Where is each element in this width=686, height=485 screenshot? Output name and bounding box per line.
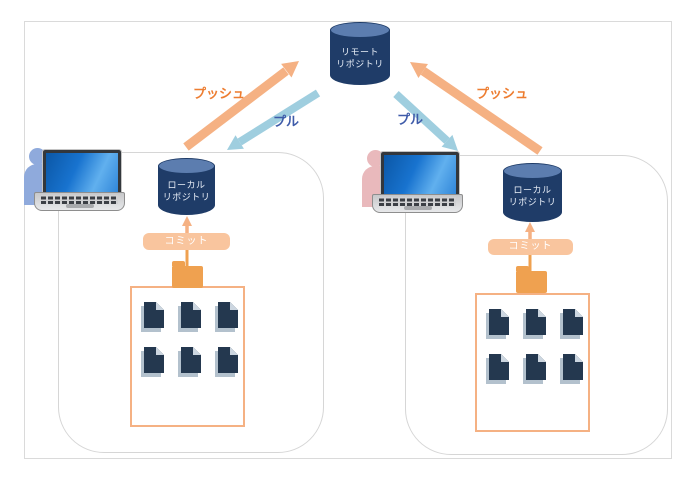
working-directory-left	[130, 286, 245, 427]
push-label-left: プッシュ	[193, 86, 246, 101]
laptop-icon-right	[380, 151, 460, 201]
document-front-page	[563, 354, 583, 380]
cylinder-top	[158, 158, 215, 174]
document-front-page	[181, 347, 201, 373]
document-icon	[560, 354, 583, 384]
remote-repository-icon: リモート リポジトリ	[330, 22, 390, 85]
document-icon	[486, 354, 509, 384]
document-icon	[560, 309, 583, 339]
cylinder-body	[158, 166, 215, 215]
local-repository-icon-left: ローカル リポジトリ	[158, 158, 215, 215]
document-icon	[523, 354, 546, 384]
document-icon	[178, 347, 201, 377]
document-icon	[215, 302, 238, 332]
laptop-keyboard-left	[34, 192, 125, 211]
commit-arrow-right-head	[525, 222, 535, 232]
cylinder-body	[503, 171, 562, 222]
working-directory-right	[475, 293, 590, 432]
document-front-page	[489, 354, 509, 380]
push-arrow-left-shaft	[183, 67, 289, 151]
document-grid-left	[132, 288, 243, 377]
push-label-right: プッシュ	[476, 86, 529, 101]
local-repository-label-right: ローカル リポジトリ	[508, 185, 557, 207]
local-repository-label-left: ローカル リポジトリ	[162, 180, 211, 202]
document-icon	[141, 302, 164, 332]
pull-arrow-right-head	[441, 134, 458, 151]
local-repository-icon-right: ローカル リポジトリ	[503, 163, 562, 222]
document-front-page	[218, 302, 238, 328]
laptop-icon-left	[42, 149, 122, 199]
document-front-page	[526, 309, 546, 335]
document-front-page	[144, 302, 164, 328]
document-front-page	[489, 309, 509, 335]
cylinder-body	[330, 30, 390, 85]
document-front-page	[181, 302, 201, 328]
workspace-left-boundary	[58, 152, 324, 453]
commit-label-right: コミット	[488, 239, 573, 255]
document-front-page	[218, 347, 238, 373]
pull-arrow-right-shaft	[393, 91, 450, 144]
pull-label-right: プル	[397, 112, 424, 127]
document-grid-right	[477, 295, 588, 384]
pull-label-left: プル	[273, 114, 300, 129]
document-icon	[178, 302, 201, 332]
commit-arrow-left-head	[182, 216, 192, 226]
commit-label-left: コミット	[143, 233, 230, 250]
remote-repository-label: リモート リポジトリ	[336, 47, 384, 69]
document-front-page	[563, 309, 583, 335]
laptop-trackpad	[65, 204, 94, 208]
document-icon	[215, 347, 238, 377]
document-icon	[486, 309, 509, 339]
laptop-trackpad	[403, 206, 432, 210]
push-arrow-right-head	[410, 62, 428, 78]
document-icon	[523, 309, 546, 339]
folder-icon-right	[516, 266, 547, 293]
pull-arrow-left-shaft	[237, 89, 321, 146]
document-front-page	[526, 354, 546, 380]
document-front-page	[144, 347, 164, 373]
push-arrow-left-head	[281, 61, 299, 78]
push-arrow-right-shaft	[420, 67, 543, 155]
folder-icon-left	[172, 261, 203, 288]
laptop-keyboard-right	[372, 194, 463, 213]
pull-arrow-left-head	[227, 135, 244, 150]
cylinder-top	[330, 22, 390, 38]
workspace-right-boundary	[405, 155, 668, 455]
diagram-outer-border	[24, 21, 672, 459]
cylinder-top	[503, 163, 562, 179]
laptop-keys	[41, 195, 118, 204]
laptop-keys	[379, 197, 456, 206]
document-icon	[141, 347, 164, 377]
